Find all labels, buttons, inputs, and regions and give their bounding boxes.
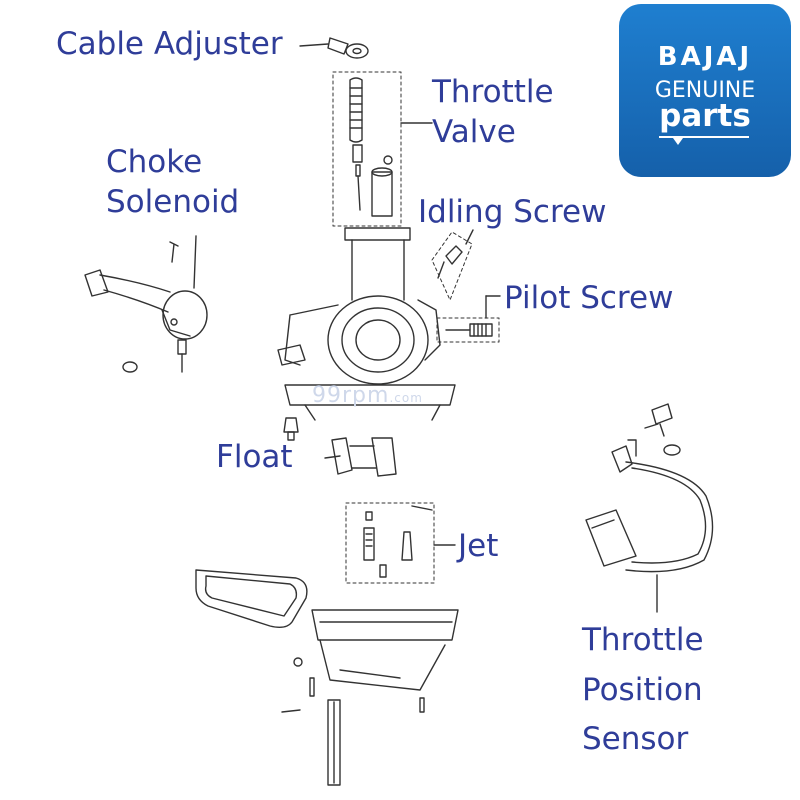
label-jet-text: Jet <box>458 528 499 564</box>
label-throttle-position-sensor: Throttle Position Sensor <box>582 616 704 765</box>
label-float-text: Float <box>216 439 293 475</box>
float-bowl-gasket-part <box>195 569 308 629</box>
float-bowl-part <box>281 609 459 713</box>
idling-screw-part <box>431 229 474 301</box>
label-tps-line3: Sensor <box>582 721 689 758</box>
logo-parts: parts <box>659 98 751 134</box>
label-cable-adjuster-text: Cable Adjuster <box>56 26 283 62</box>
label-choke-solenoid: Choke Solenoid <box>106 142 239 223</box>
watermark-main: 99rpm <box>312 383 390 408</box>
jet-group <box>345 502 456 584</box>
label-tps-line2: Position <box>582 671 703 708</box>
throttle-valve-group <box>332 71 433 227</box>
logo-arrow-icon <box>673 138 683 145</box>
logo-swoosh <box>659 136 749 138</box>
pilot-screw-part <box>436 295 501 343</box>
label-throttle-valve-line1: Throttle <box>432 74 554 110</box>
watermark-suffix: .com <box>389 391 423 405</box>
label-pilot-screw-text: Pilot Screw <box>504 280 674 316</box>
label-idling-screw: Idling Screw <box>418 192 606 232</box>
label-choke-solenoid-line2: Solenoid <box>106 184 240 221</box>
carburetor-body-part <box>277 227 456 421</box>
bajaj-genuine-parts-logo: BAJAJ GENUINE parts <box>619 4 791 177</box>
watermark: 99rpm.com <box>312 383 423 408</box>
label-throttle-valve: Throttle Valve <box>432 72 554 153</box>
float-needle-part <box>283 417 299 441</box>
drain-tube-part <box>327 699 341 786</box>
throttle-position-sensor-part <box>585 403 714 613</box>
float-part <box>324 437 397 477</box>
label-cable-adjuster: Cable Adjuster <box>56 24 283 64</box>
label-pilot-screw: Pilot Screw <box>504 278 673 318</box>
label-choke-solenoid-line1: Choke <box>106 144 203 180</box>
choke-solenoid-part <box>84 235 208 373</box>
label-tps-line1: Throttle <box>582 622 704 658</box>
cable-adjuster-part <box>299 37 369 59</box>
logo-brand: BAJAJ <box>657 42 753 72</box>
label-idling-screw-text: Idling Screw <box>418 194 607 230</box>
label-float: Float <box>216 437 293 477</box>
label-jet: Jet <box>458 526 498 566</box>
logo-genuine: GENUINE <box>654 78 756 103</box>
label-throttle-valve-line2: Valve <box>432 114 516 151</box>
